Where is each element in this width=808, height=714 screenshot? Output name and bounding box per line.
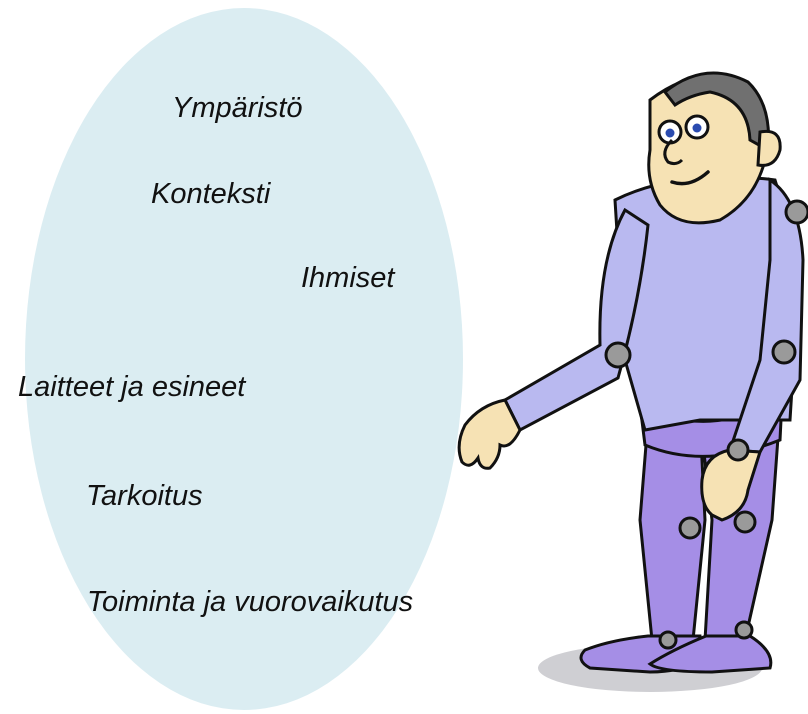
label-interaction: Toiminta ja vuorovaikutus (87, 588, 413, 617)
label-purpose: Tarkoitus (86, 482, 203, 511)
right-ankle-joint (736, 622, 752, 638)
label-context: Konteksti (151, 180, 270, 209)
right-pupil (693, 124, 702, 133)
cartoon-man-icon (455, 70, 808, 714)
left-hand (459, 400, 520, 468)
left-pupil (666, 129, 675, 138)
right-elbow-joint (773, 341, 795, 363)
ear (758, 131, 780, 165)
left-elbow-joint (606, 343, 630, 367)
label-devices: Laitteet ja esineet (18, 373, 245, 402)
label-environment: Ympäristö (172, 94, 303, 123)
shoulder-joint (786, 201, 808, 223)
left-ankle-joint (660, 632, 676, 648)
left-knee-joint (680, 518, 700, 538)
wrist-joint (728, 440, 748, 460)
right-knee-joint (735, 512, 755, 532)
label-people: Ihmiset (301, 264, 394, 293)
left-arm (505, 210, 648, 430)
